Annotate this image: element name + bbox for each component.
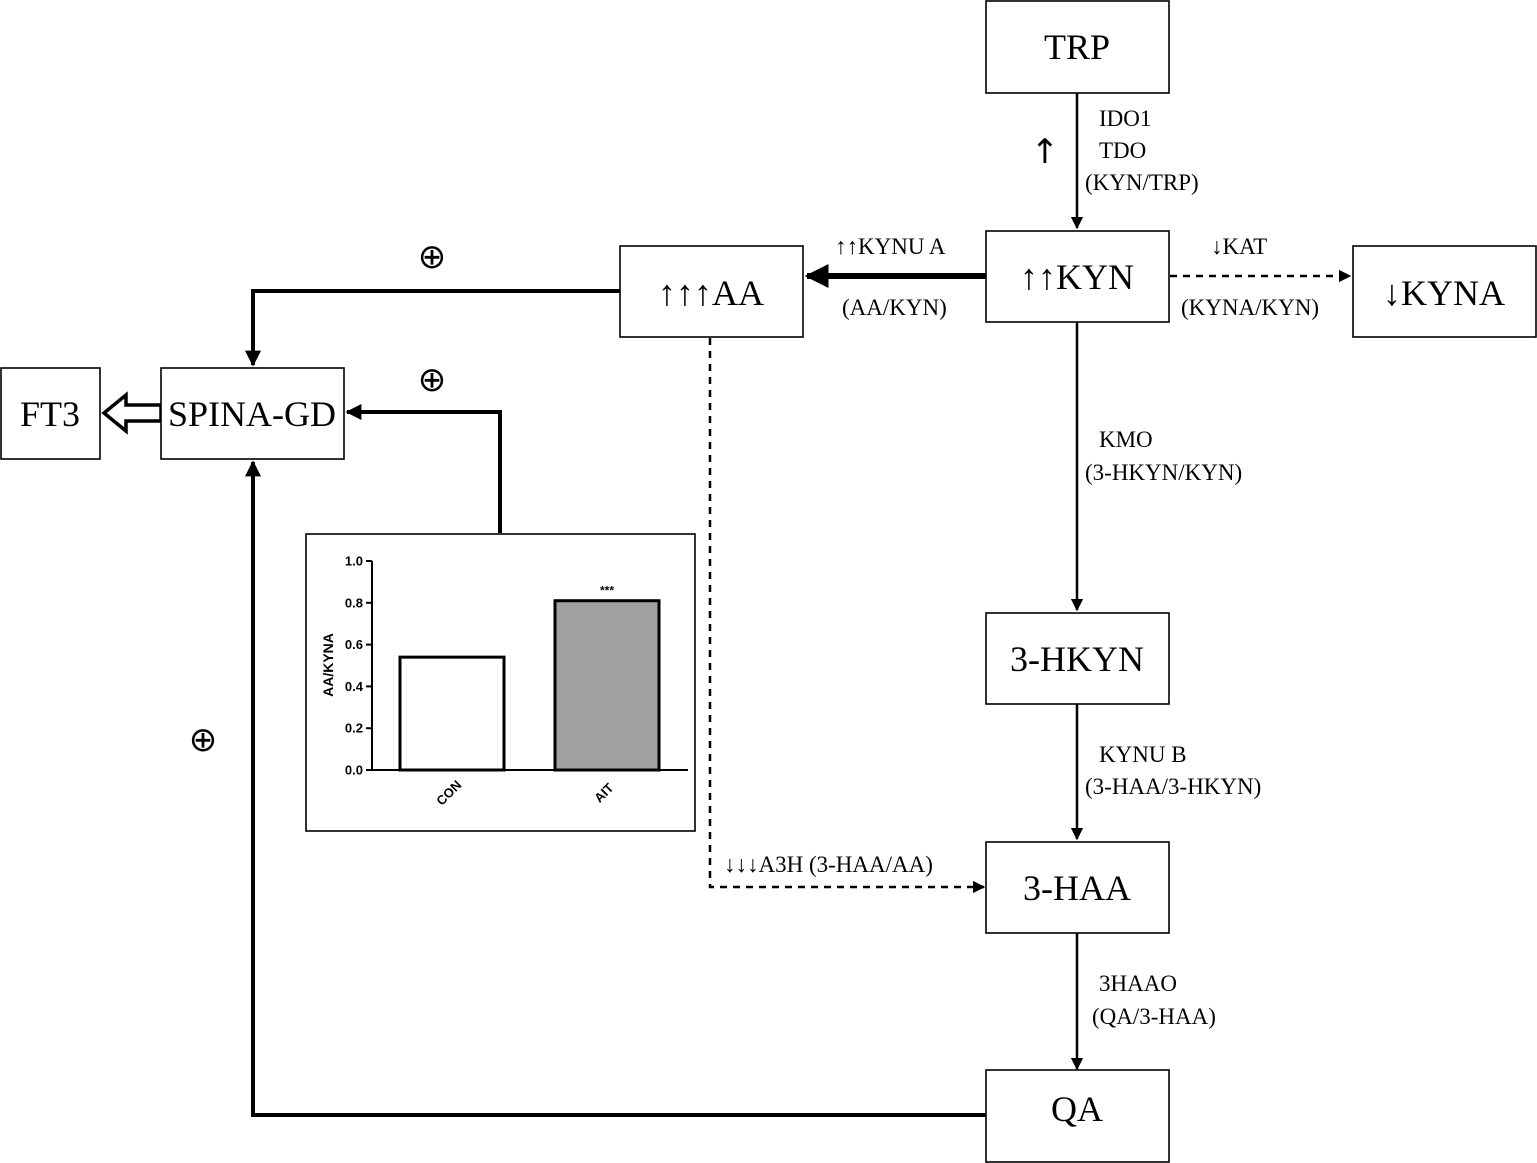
label-qa-haa: (QA/3-HAA) [1092,1004,1216,1029]
edge-aa-haa [708,338,986,894]
node-kyna: ↓KYNA [1352,245,1537,338]
node-kyn: ↑↑KYN [985,230,1170,323]
chart-bar-ait [553,599,661,772]
plus-icon-qa: ⊕ [189,720,218,760]
label-a3h: ↓↓↓A3H (3-HAA/AA) [724,852,933,877]
chart-y-tick-label: 0.2 [345,721,363,736]
label-ido1: IDO1 [1099,106,1151,131]
chart-y-tick-label: 0.4 [345,679,364,694]
node-spina-gd: SPINA-GD [160,367,345,460]
chart-y-tick-label: 0.6 [345,637,363,652]
node-ft3: FT3 [0,367,101,460]
plus-icon-aa: ⊕ [418,237,447,277]
label-kyna-kyn: (KYNA/KYN) [1181,295,1319,320]
chart-y-tick-label: 0.0 [345,763,363,778]
label-kynu-a: ↑↑KYNU A [835,234,946,259]
edge-spina-ft3 [101,391,163,435]
node-trp-label: TRP [1044,27,1110,67]
edge-chart-spina [345,404,502,533]
label-haa-hkyn: (3-HAA/3-HKYN) [1085,774,1261,799]
node-haa: 3-HAA [985,841,1170,934]
node-haa-label: 3-HAA [1023,868,1131,908]
node-aa: ↑↑↑AA [619,245,804,338]
label-kynu-b: KYNU B [1099,742,1187,767]
label-kat: ↓KAT [1211,234,1267,259]
node-qa-label: QA [1051,1089,1103,1129]
node-qa: QA [985,1069,1170,1163]
chart-y-tick-label: 0.8 [345,595,363,610]
edge-qa-spina [245,460,986,1117]
label-haao: 3HAAO [1099,971,1177,996]
label-kyn-trp: (KYN/TRP) [1085,170,1199,195]
label-kmo: KMO [1099,427,1153,452]
node-hkyn: 3-HKYN [985,612,1170,705]
node-aa-label: ↑↑↑AA [658,273,764,313]
label-hkyn-kyn: (3-HKYN/KYN) [1085,460,1242,485]
up-arrow-icon: ↑ [1031,132,1060,172]
label-tdo: TDO [1099,138,1146,163]
chart-y-tick-label: 1.0 [345,554,363,569]
label-aa-kyn: (AA/KYN) [842,295,947,320]
chart-significance-label: *** [600,584,614,598]
plus-icon-chart: ⊕ [418,360,447,400]
node-trp: TRP [985,0,1170,94]
node-kyna-label: ↓KYNA [1383,273,1505,313]
node-ft3-label: FT3 [20,394,80,434]
node-hkyn-label: 3-HKYN [1010,639,1144,679]
chart-y-label: AA/KYNA [320,633,336,697]
edge-aa-spina [245,289,620,367]
node-spina-label: SPINA-GD [168,394,336,434]
chart-bar-con [398,655,506,772]
node-kyn-label: ↑↑KYN [1020,257,1134,297]
